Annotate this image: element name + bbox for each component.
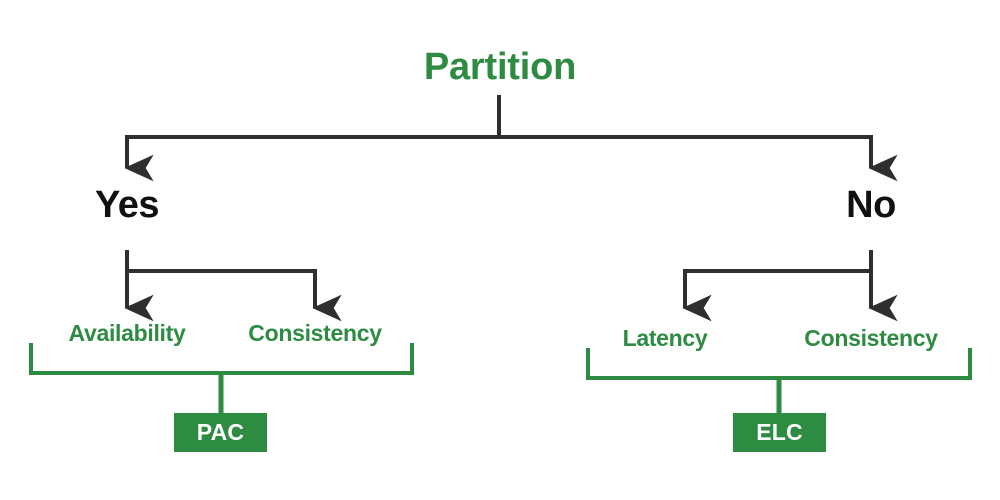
node-partition[interactable]: Partition — [423, 46, 577, 88]
bracket-elc — [586, 348, 972, 413]
bracket-pac — [29, 343, 414, 413]
node-latency[interactable]: Latency — [622, 325, 708, 351]
node-no[interactable]: No — [846, 184, 896, 226]
node-consistency-left[interactable]: Consistency — [248, 320, 382, 346]
badge-elc[interactable]: ELC — [733, 413, 826, 452]
node-consistency-right[interactable]: Consistency — [804, 325, 938, 351]
node-availability[interactable]: Availability — [68, 320, 186, 346]
node-yes[interactable]: Yes — [94, 184, 160, 226]
badge-pac[interactable]: PAC — [174, 413, 267, 452]
